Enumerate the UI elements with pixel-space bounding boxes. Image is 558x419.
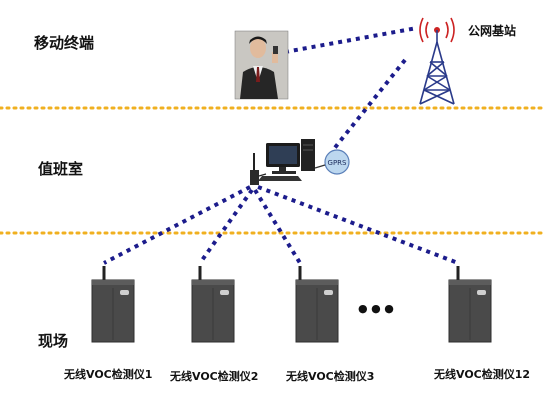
gprs-module: GPRS xyxy=(324,149,350,175)
detector-device-2 xyxy=(191,266,235,343)
zone-label-site: 现场 xyxy=(38,332,69,350)
hub-device-icon xyxy=(250,153,267,185)
mobile-user-photo xyxy=(234,30,289,100)
link-tower-gprs xyxy=(331,58,407,152)
detector-device-12 xyxy=(448,266,492,343)
computer-icon xyxy=(258,139,315,181)
gprs-label: GPRS xyxy=(328,159,348,167)
zone-label-mobile: 移动终端 xyxy=(34,34,95,52)
base-station-label: 公网基站 xyxy=(468,24,517,38)
detector-device-3 xyxy=(295,266,339,343)
link-hub-device1 xyxy=(103,185,251,265)
link-hub-device12 xyxy=(257,185,459,265)
device-label-1: 无线VOC检测仪1 xyxy=(64,368,153,381)
cable xyxy=(314,164,326,169)
tower-icon xyxy=(419,17,455,105)
link-hub-device2 xyxy=(198,188,254,265)
device-label-3: 无线VOC检测仪3 xyxy=(286,370,375,383)
ellipsis: ● ● ● xyxy=(358,302,394,315)
link-phone-tower xyxy=(284,26,418,54)
device-label-2: 无线VOC检测仪2 xyxy=(170,370,259,383)
zone-label-duty-room: 值班室 xyxy=(38,160,84,178)
detector-device-1 xyxy=(91,266,135,343)
links xyxy=(103,26,459,265)
device-label-12: 无线VOC检测仪12 xyxy=(434,368,531,381)
